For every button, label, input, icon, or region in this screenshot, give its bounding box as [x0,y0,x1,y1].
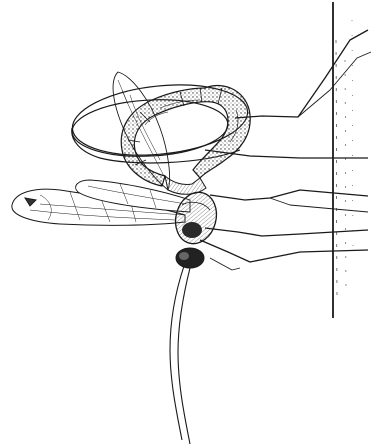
wasp-head [176,248,204,268]
bark-surface [333,2,353,318]
wasp-antennae [170,266,190,444]
mid-leg [210,190,368,200]
wasp-petiole [165,176,206,194]
hind-leg-upper [235,30,368,118]
fore-leg [205,228,368,236]
fore-leg-lower [200,240,368,262]
